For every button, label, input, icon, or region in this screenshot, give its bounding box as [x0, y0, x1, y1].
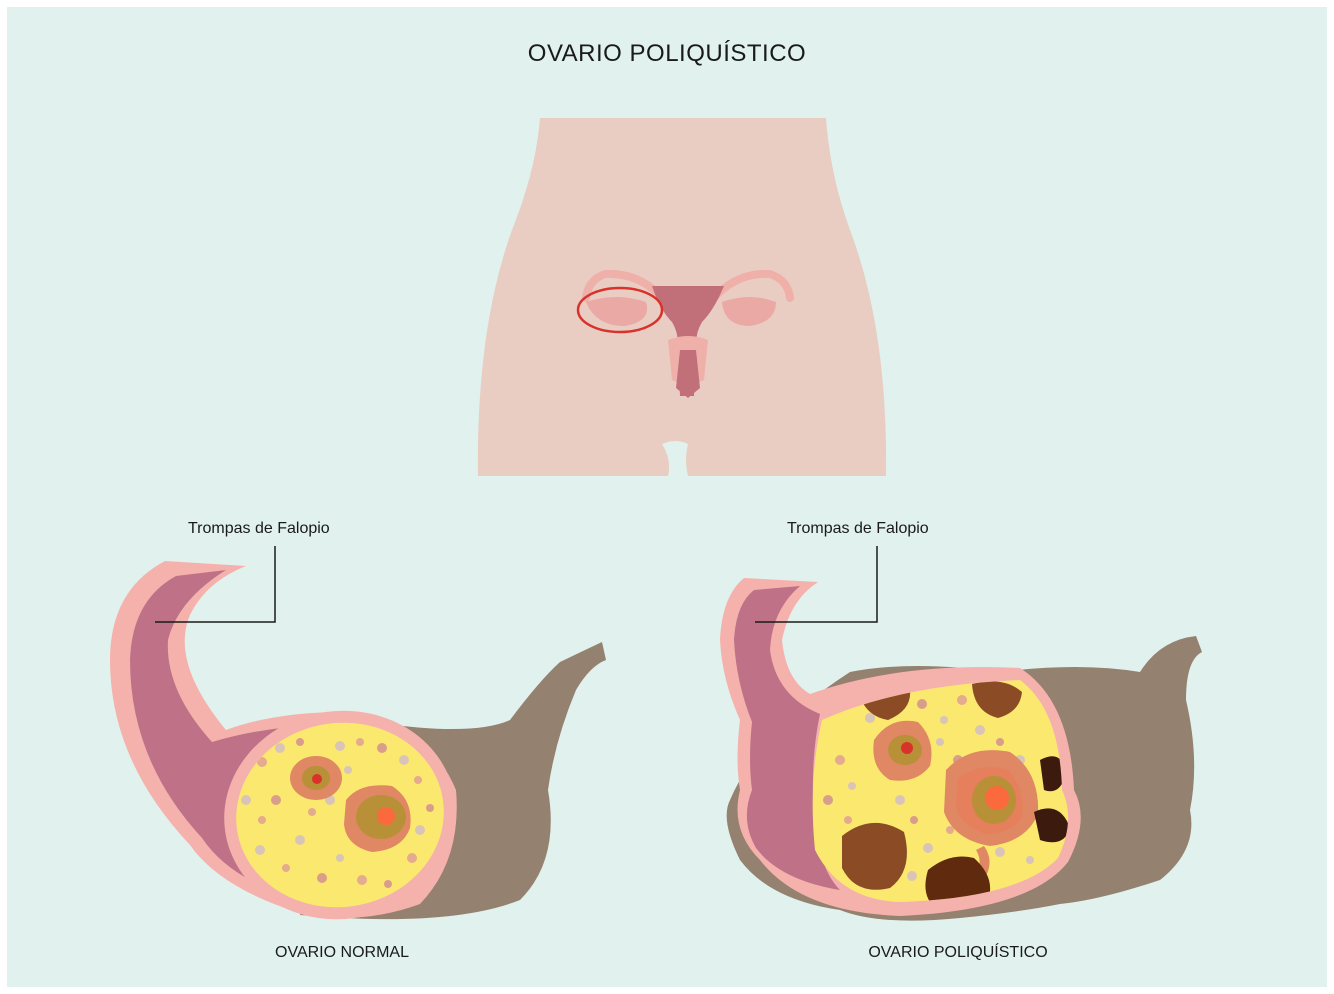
polycystic-ovary-illustration	[720, 578, 1202, 921]
caption-polycystic-ovary: OVARIO POLIQUÍSTICO	[838, 944, 1078, 962]
normal-ovary-illustration	[110, 561, 606, 934]
normal-follicle-small	[290, 756, 342, 800]
vagina	[676, 350, 700, 398]
caption-normal-ovary: OVARIO NORMAL	[242, 944, 442, 962]
callout-label-polycystic: Trompas de Falopio	[787, 520, 929, 538]
torso-illustration	[478, 118, 886, 476]
callout-label-normal: Trompas de Falopio	[188, 520, 330, 538]
diagram-title: OVARIO POLIQUÍSTICO	[0, 40, 1334, 68]
